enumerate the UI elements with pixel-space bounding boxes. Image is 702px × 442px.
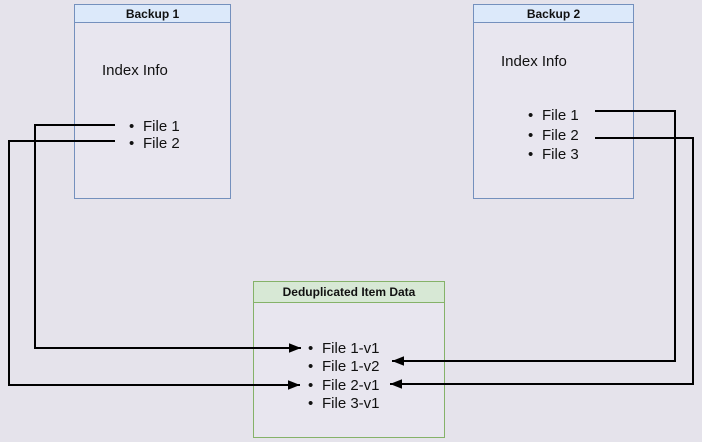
backup2-file-list: File 1File 2File 3 bbox=[528, 106, 579, 165]
backup1-index-info-label: Index Info bbox=[102, 62, 168, 79]
list-item: File 1-v2 bbox=[308, 358, 380, 377]
list-item: File 2-v1 bbox=[308, 377, 380, 396]
backup2-box: Backup 2 Index Info File 1File 2File 3 bbox=[473, 4, 634, 199]
backup1-file-list: File 1File 2 bbox=[129, 118, 180, 152]
dedup-file-list: File 1-v1File 1-v2File 2-v1File 3-v1 bbox=[308, 340, 380, 414]
list-item: File 2 bbox=[129, 135, 180, 152]
list-item: File 3-v1 bbox=[308, 395, 380, 414]
deduplicated-item-data-box: Deduplicated Item Data File 1-v1File 1-v… bbox=[253, 281, 445, 438]
list-item: File 1 bbox=[528, 106, 579, 126]
list-item: File 3 bbox=[528, 145, 579, 165]
list-item: File 2 bbox=[528, 126, 579, 146]
list-item: File 1-v1 bbox=[308, 340, 380, 359]
dedup-title: Deduplicated Item Data bbox=[254, 282, 444, 303]
backup1-box: Backup 1 Index Info File 1File 2 bbox=[74, 4, 231, 199]
backup2-index-info-label: Index Info bbox=[501, 53, 567, 70]
list-item: File 1 bbox=[129, 118, 180, 135]
backup1-title: Backup 1 bbox=[75, 5, 230, 23]
backup2-title: Backup 2 bbox=[474, 5, 633, 23]
